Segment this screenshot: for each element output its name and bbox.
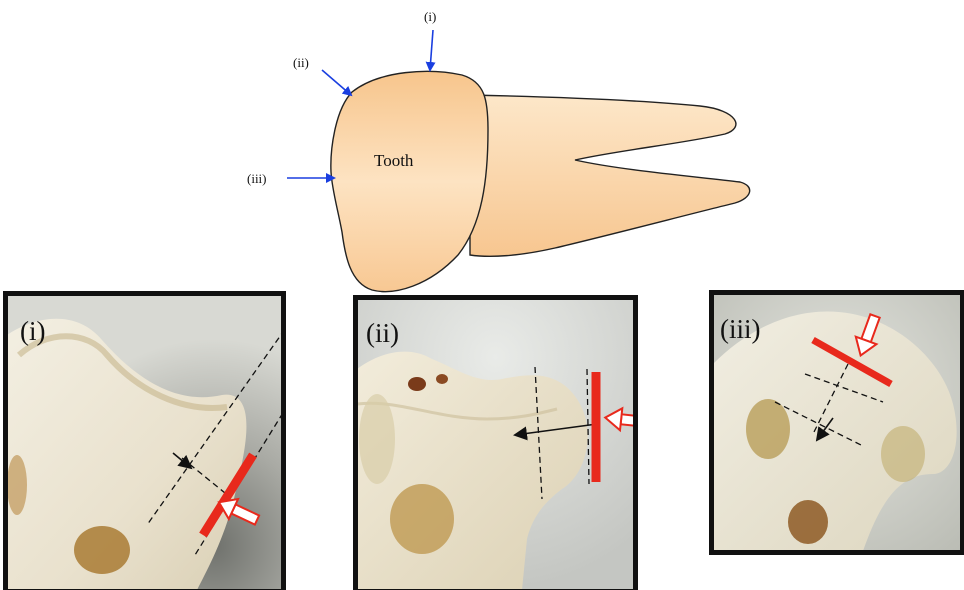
photo-panel-iii: (iii) — [712, 293, 963, 553]
arrow-ii — [322, 70, 351, 95]
panel-label: (iii) — [720, 314, 761, 344]
panel-label: (ii) — [366, 318, 399, 348]
tooth-schematic: Tooth — [331, 71, 750, 291]
tooth-label: Tooth — [374, 151, 414, 170]
tooth-crown — [331, 71, 488, 291]
panel-label: (i) — [20, 316, 45, 346]
arrow-label-iii: (iii) — [247, 171, 267, 186]
arrow-label-ii: (ii) — [293, 55, 309, 70]
stain — [390, 484, 454, 554]
photo-panel-ii: (ii) — [356, 298, 649, 590]
stain — [74, 526, 130, 574]
stain — [746, 399, 790, 459]
arrow-i — [430, 30, 433, 70]
tooth-root — [470, 95, 750, 256]
arrow-label-i: (i) — [424, 9, 436, 24]
photo-panel-i: (i) — [6, 294, 326, 590]
